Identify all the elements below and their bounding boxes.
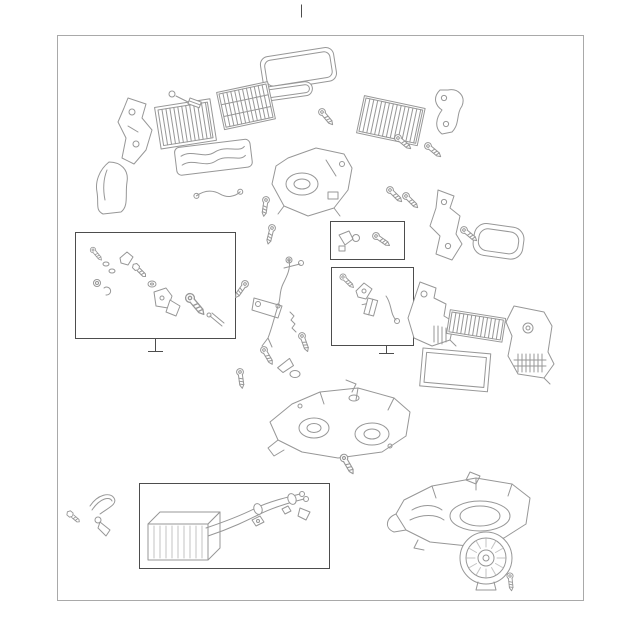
screw	[384, 184, 405, 205]
part-cowl-seal-panel	[259, 46, 338, 91]
screw	[235, 367, 247, 390]
part-left-duct	[96, 161, 128, 215]
screw	[422, 140, 444, 160]
part-mid-right-housing	[407, 281, 457, 347]
part-heater-upper-case	[271, 147, 353, 217]
screw	[183, 291, 208, 318]
screw	[506, 572, 516, 592]
core-fins	[153, 525, 203, 559]
leader-middle-box	[379, 345, 394, 354]
part-hose-clip	[89, 494, 116, 537]
screw	[400, 190, 421, 211]
part-pin	[206, 312, 225, 327]
blower-fins	[466, 538, 506, 578]
part-main-heater-case	[267, 379, 411, 459]
screw	[297, 331, 312, 354]
part-cabin-filter	[419, 347, 492, 393]
part-control-linkage	[251, 256, 304, 348]
part-intake-case	[387, 471, 531, 551]
part-hatched-strip	[446, 309, 507, 343]
part-evaporator-core	[154, 98, 217, 150]
part-small-tab	[187, 97, 202, 109]
screw	[258, 344, 276, 367]
bolt	[65, 509, 82, 525]
screw	[88, 245, 104, 263]
frame-and-callouts	[57, 4, 584, 601]
part-seal-ring	[472, 223, 525, 260]
bolt	[130, 261, 149, 280]
part-blower-motor	[459, 531, 513, 591]
callout-box-upper-middle	[330, 221, 405, 260]
screw	[259, 195, 271, 218]
callout-box-bottom	[139, 483, 330, 569]
part-hardware-kit	[88, 245, 225, 327]
part-right-bracket	[435, 89, 464, 135]
part-grommet	[289, 370, 301, 378]
screw	[316, 106, 336, 128]
screw	[370, 230, 392, 249]
part-link-rod	[193, 188, 244, 199]
part-wedge-clip	[277, 357, 295, 374]
part-insulator-pad	[356, 95, 426, 147]
part-tube-tray	[174, 138, 253, 176]
screw	[264, 223, 277, 246]
screw	[338, 272, 357, 291]
parts-art	[65, 46, 555, 592]
diagram-border	[57, 35, 584, 601]
part-mid-right-bracket	[429, 189, 463, 261]
leader-left-box	[148, 338, 163, 352]
part-left-bracket	[117, 97, 153, 165]
part-right-unit	[505, 305, 555, 385]
part-clip-lever-set	[338, 272, 400, 324]
part-heater-core-assembly	[147, 491, 311, 561]
part-grille-panel	[216, 81, 276, 131]
part-actuator-clip-set	[338, 230, 392, 252]
